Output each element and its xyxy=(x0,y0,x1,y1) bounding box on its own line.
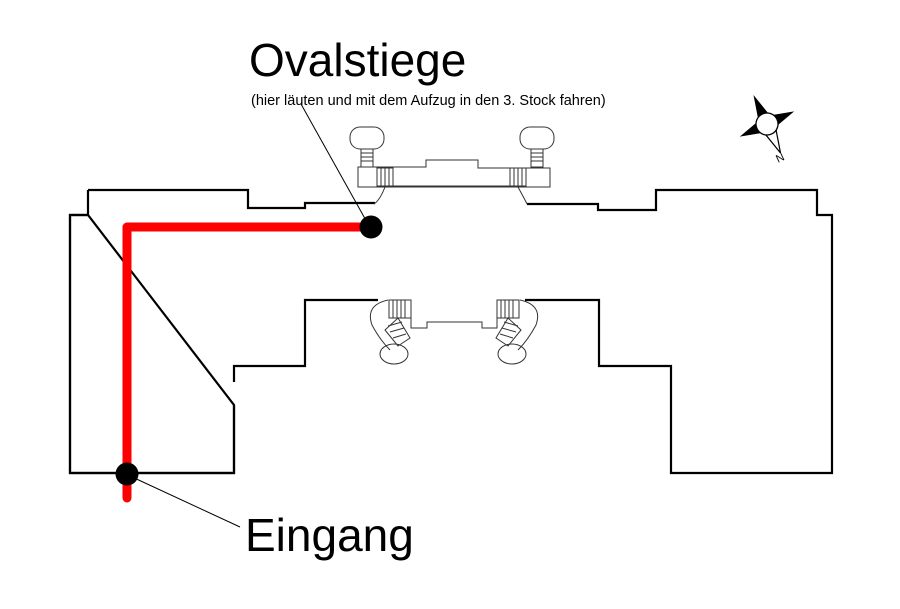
route-path xyxy=(122,222,376,503)
outline-west-wing xyxy=(68,190,236,475)
destination-title: Ovalstiege xyxy=(249,34,467,86)
destination-leader-line xyxy=(300,103,369,225)
destination-marker xyxy=(359,215,383,239)
oval-staircase-north xyxy=(349,126,555,205)
oval-staircase-south xyxy=(369,299,539,365)
compass-north-label: N xyxy=(774,151,786,165)
destination-note: (hier läuten und mit dem Aufzug in den 3… xyxy=(251,93,606,109)
building-outline xyxy=(68,188,834,475)
entrance-marker xyxy=(115,462,139,486)
entrance-label: Eingang xyxy=(245,509,414,561)
compass-rose-icon xyxy=(739,94,795,154)
entrance-leader-line xyxy=(129,475,241,528)
